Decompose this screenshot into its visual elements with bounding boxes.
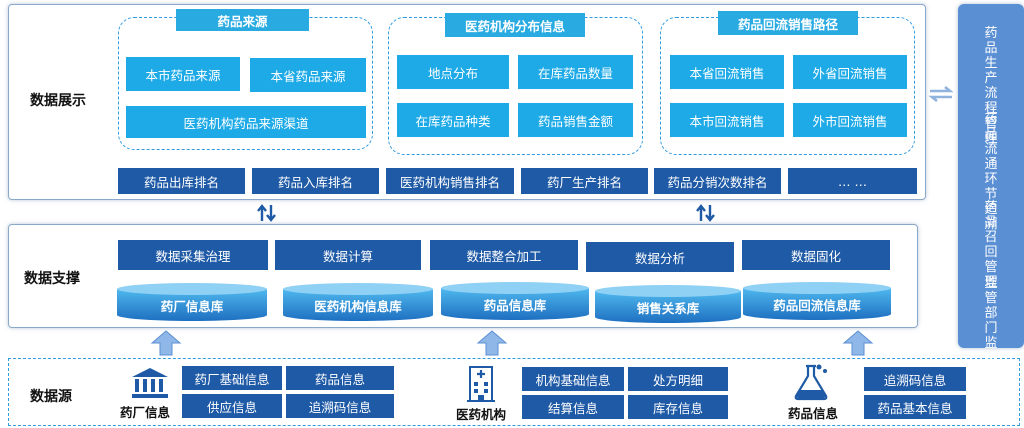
data-analysis-box: 数据分析 xyxy=(586,242,734,272)
drug-source-label: 药品信息 xyxy=(788,406,839,421)
bidirectional-arrow-icon xyxy=(696,204,715,222)
up-arrow-icon xyxy=(150,330,182,356)
trace-code-info-box: 追溯码信息 xyxy=(864,367,966,391)
ranking-institution-sales-box: 医药机构销售排名 xyxy=(386,168,514,194)
ranking-factory-production-box: 药厂生产排名 xyxy=(521,168,648,194)
reflux-info-database: 药品回流信息库 xyxy=(742,281,892,321)
ranking-more-box: … … xyxy=(788,168,917,194)
bidirectional-arrow-icon xyxy=(928,85,954,103)
data-display-label: 数据展示 xyxy=(30,93,86,109)
factory-drug-info-box: 药品信息 xyxy=(286,366,394,390)
up-arrow-icon xyxy=(476,330,508,356)
lab-flask-icon xyxy=(794,364,828,401)
institution-database: 医药机构信息库 xyxy=(282,282,434,322)
data-solidification-box: 数据固化 xyxy=(742,240,890,270)
data-integration-box: 数据整合加工 xyxy=(430,240,578,270)
factory-basic-info-box: 药厂基础信息 xyxy=(182,366,282,390)
in-city-reflux-box: 本市回流销售 xyxy=(670,103,784,137)
reflux-sales-path-title: 药品回流销售路径 xyxy=(718,11,858,35)
ranking-distribution-count-box: 药品分销次数排名 xyxy=(654,168,781,194)
stock-variety-box: 在库药品种类 xyxy=(397,103,509,137)
sidebar-item-traceability: 药品流通环节追溯 xyxy=(984,112,998,232)
drug-database: 药品信息库 xyxy=(440,281,590,321)
institution-distribution-title: 医药机构分布信息 xyxy=(445,13,585,37)
up-arrow-icon xyxy=(842,330,874,356)
sidebar-item-production: 药品生产流程管理 xyxy=(984,26,998,146)
location-distribution-box: 地点分布 xyxy=(397,55,509,89)
sidebar-item-supervision: 监管部门监督 xyxy=(984,276,998,366)
data-source-label: 数据源 xyxy=(30,389,72,405)
inventory-info-box: 库存信息 xyxy=(628,395,728,419)
factory-trace-code-box: 追溯码信息 xyxy=(286,394,394,418)
out-province-reflux-box: 外省回流销售 xyxy=(793,55,907,89)
factory-supply-info-box: 供应信息 xyxy=(182,394,282,418)
pharma-factory-database: 药厂信息库 xyxy=(116,282,268,322)
stock-quantity-box: 在库药品数量 xyxy=(518,55,633,89)
factory-source-label: 药厂信息 xyxy=(120,405,171,420)
prescription-detail-box: 处方明细 xyxy=(628,367,728,391)
institution-source-channel-box: 医药机构药品来源渠道 xyxy=(126,106,366,138)
local-province-source-box: 本省药品来源 xyxy=(250,58,366,92)
sidebar-item-recall: 药品召回管理 xyxy=(984,200,998,290)
bidirectional-arrow-icon xyxy=(257,204,276,222)
drug-basic-info-box: 药品基本信息 xyxy=(864,395,966,419)
local-city-source-box: 本市药品来源 xyxy=(126,57,240,91)
database-label: 药厂信息库 xyxy=(160,299,224,314)
regulation-sidebar: 药品生产流程管理 药品流通环节追溯 药品召回管理 监管部门监督 xyxy=(958,4,1024,366)
institution-source-label: 医药机构 xyxy=(456,407,507,422)
ranking-inbound-box: 药品入库排名 xyxy=(252,168,379,194)
hospital-building-icon xyxy=(467,366,495,402)
drug-source-title: 药品来源 xyxy=(176,9,309,31)
factory-bank-icon xyxy=(132,368,168,398)
sales-amount-box: 药品销售金额 xyxy=(518,103,633,137)
data-support-label: 数据支撑 xyxy=(24,271,80,287)
database-label: 医药机构信息库 xyxy=(314,299,402,314)
data-source-panel xyxy=(8,358,1020,426)
out-city-reflux-box: 外市回流销售 xyxy=(793,103,907,137)
in-province-reflux-box: 本省回流销售 xyxy=(670,55,784,89)
sales-relation-database: 销售关系库 xyxy=(594,284,742,324)
settlement-info-box: 结算信息 xyxy=(522,395,624,419)
database-label: 销售关系库 xyxy=(636,301,700,316)
database-label: 药品信息库 xyxy=(483,298,547,313)
institution-basic-info-box: 机构基础信息 xyxy=(522,367,624,391)
ranking-outbound-box: 药品出库排名 xyxy=(118,168,245,194)
data-computation-box: 数据计算 xyxy=(275,240,421,270)
database-label: 药品回流信息库 xyxy=(773,298,861,313)
data-collection-governance-box: 数据采集治理 xyxy=(118,240,268,270)
